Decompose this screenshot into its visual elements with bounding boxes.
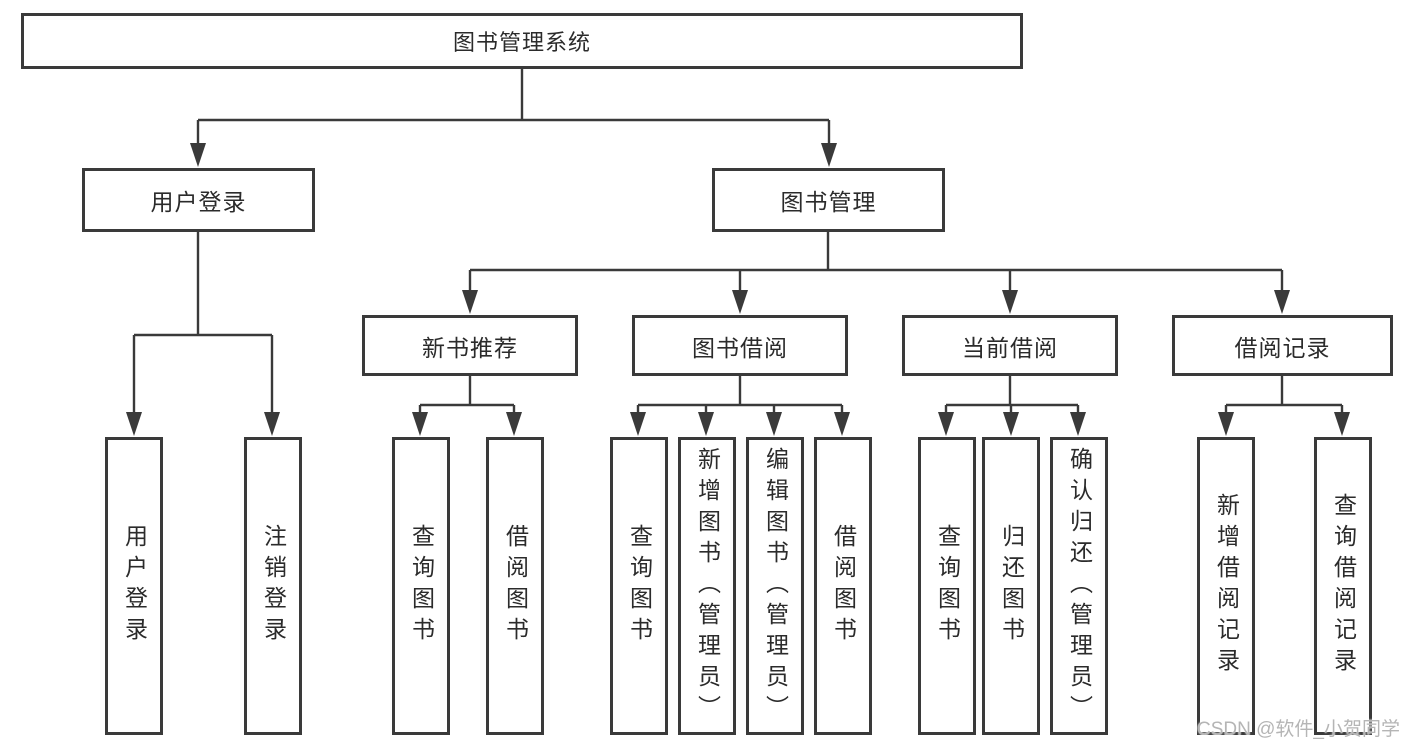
csdn-watermark: CSDN @软件_小贺同学 — [1197, 719, 1400, 740]
node-library-management-system: 图书管理系统 — [21, 13, 1023, 69]
leaf-borrow-books: 借阅图书 — [486, 437, 544, 735]
leaf-query-books: 查询图书 — [610, 437, 668, 735]
leaf-query-borrow-record: 查询借阅记录 — [1314, 437, 1372, 735]
leaf-return-books: 归还图书 — [982, 437, 1040, 735]
leaf-borrow-books: 借阅图书 — [814, 437, 872, 735]
leaf-query-books: 查询图书 — [918, 437, 976, 735]
leaf-edit-books-admin: 编辑图书（管理员） — [746, 437, 804, 735]
leaf-label: 查询借阅记录 — [1330, 493, 1357, 679]
leaf-add-borrow-record: 新增借阅记录 — [1197, 437, 1255, 735]
node-borrowing-records: 借阅记录 — [1172, 315, 1393, 376]
node-book-management: 图书管理 — [712, 168, 945, 232]
leaf-label: 确认归还（管理员） — [1066, 446, 1093, 726]
leaf-label: 编辑图书（管理员） — [762, 446, 789, 726]
leaf-user-login: 用户登录 — [105, 437, 163, 735]
leaf-label: 借阅图书 — [502, 524, 529, 648]
node-new-book-recommend: 新书推荐 — [362, 315, 578, 376]
leaf-label: 注销登录 — [260, 524, 287, 648]
leaf-logout: 注销登录 — [244, 437, 302, 735]
leaf-confirm-return-admin: 确认归还（管理员） — [1050, 437, 1108, 735]
leaf-label: 新增图书（管理员） — [694, 446, 721, 726]
leaf-label: 查询图书 — [934, 524, 961, 648]
leaf-label: 查询图书 — [408, 524, 435, 648]
leaf-label: 用户登录 — [121, 524, 148, 648]
leaf-label: 归还图书 — [998, 524, 1025, 648]
leaf-label: 查询图书 — [626, 524, 653, 648]
node-book-borrowing: 图书借阅 — [632, 315, 848, 376]
leaf-label: 新增借阅记录 — [1213, 493, 1240, 679]
node-user-login: 用户登录 — [82, 168, 315, 232]
node-current-borrowing: 当前借阅 — [902, 315, 1118, 376]
leaf-add-books-admin: 新增图书（管理员） — [678, 437, 736, 735]
leaf-query-books: 查询图书 — [392, 437, 450, 735]
leaf-label: 借阅图书 — [830, 524, 857, 648]
